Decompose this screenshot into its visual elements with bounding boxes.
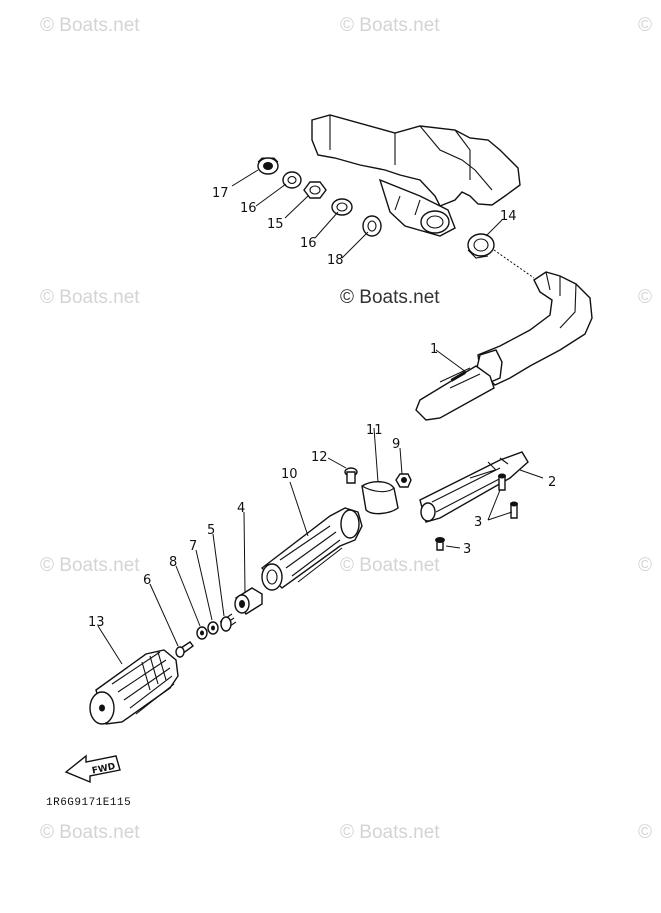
callout-15: 15 xyxy=(267,217,284,232)
spring-5 xyxy=(219,613,237,632)
leader-lines xyxy=(97,169,544,665)
fwd-label: FWD xyxy=(91,762,116,777)
callout-3: 3 xyxy=(463,542,471,557)
callout-9: 9 xyxy=(392,437,400,452)
callout-6: 6 xyxy=(143,573,151,588)
watermark-mid-left: © Boats.net xyxy=(40,287,140,308)
watermark-text: Boats.net xyxy=(59,822,140,843)
watermark-text: Boats.net xyxy=(359,15,440,36)
shaft-2 xyxy=(419,451,529,523)
callout-4: 4 xyxy=(237,501,245,516)
callout-18: 18 xyxy=(327,253,344,268)
callout-7: 7 xyxy=(189,539,197,554)
watermark-top-center: © Boats.net xyxy=(340,15,440,36)
watermark-text: Boats.net xyxy=(359,555,440,576)
steering-handle-1 xyxy=(415,271,593,421)
watermark-low-right: © xyxy=(638,555,652,576)
washer-18 xyxy=(362,215,382,237)
callout-10: 10 xyxy=(281,467,298,482)
watermark-bottom-left: © Boats.net xyxy=(40,822,140,843)
watermark-text: Boats.net xyxy=(59,287,140,308)
screw-3b xyxy=(510,501,518,519)
callout-5: 5 xyxy=(207,523,215,538)
callout-8: 8 xyxy=(169,555,177,570)
callout-12: 12 xyxy=(311,450,328,465)
washer-7 xyxy=(207,621,219,635)
callout-2: 2 xyxy=(548,475,556,490)
screw-3c xyxy=(435,537,445,551)
nut-15 xyxy=(303,181,327,199)
callout-11: 11 xyxy=(366,423,383,438)
grip-13 xyxy=(89,649,179,725)
callout-labels: 1 2 3 3 4 5 6 7 8 9 10 11 12 13 14 15 16… xyxy=(88,186,556,630)
callout-13: 13 xyxy=(88,615,105,630)
callout-1: 1 xyxy=(430,342,438,357)
nut-17 xyxy=(257,157,279,175)
callout-14: 14 xyxy=(500,209,517,224)
washer-16a xyxy=(282,171,302,189)
screw-3a xyxy=(498,473,506,491)
screw-6 xyxy=(175,641,194,658)
bushing-14 xyxy=(467,233,495,259)
throttle-sleeve-10 xyxy=(260,507,363,591)
watermark-bottom-right: © xyxy=(638,822,652,843)
washer-16b xyxy=(331,198,353,216)
callout-16: 16 xyxy=(240,201,257,216)
steering-bracket xyxy=(311,114,521,237)
washer-8 xyxy=(196,626,208,640)
fwd-arrow-icon: FWD xyxy=(64,754,121,784)
watermark-low-left: © Boats.net xyxy=(40,555,140,576)
watermark-bottom-center: © Boats.net xyxy=(340,822,440,843)
diagram-code: 1R6G9171E115 xyxy=(46,797,132,809)
nut-9 xyxy=(395,473,412,488)
watermark-text: Boats.net xyxy=(59,555,140,576)
bolt-12 xyxy=(344,467,358,484)
collar-11 xyxy=(361,481,399,515)
watermark-low-center: © Boats.net xyxy=(340,555,440,576)
callout-16: 16 xyxy=(300,236,317,251)
callout-17: 17 xyxy=(212,186,229,201)
watermark-text: Boats.net xyxy=(59,15,140,36)
watermark-mid-right: © xyxy=(638,287,652,308)
watermark-main: © Boats.net xyxy=(340,287,440,308)
watermark-text: Boats.net xyxy=(359,822,440,843)
watermark-top-left: © Boats.net xyxy=(40,15,140,36)
callout-3: 3 xyxy=(474,515,482,530)
watermark-top-right: © xyxy=(638,15,652,36)
cap-4 xyxy=(234,587,263,615)
